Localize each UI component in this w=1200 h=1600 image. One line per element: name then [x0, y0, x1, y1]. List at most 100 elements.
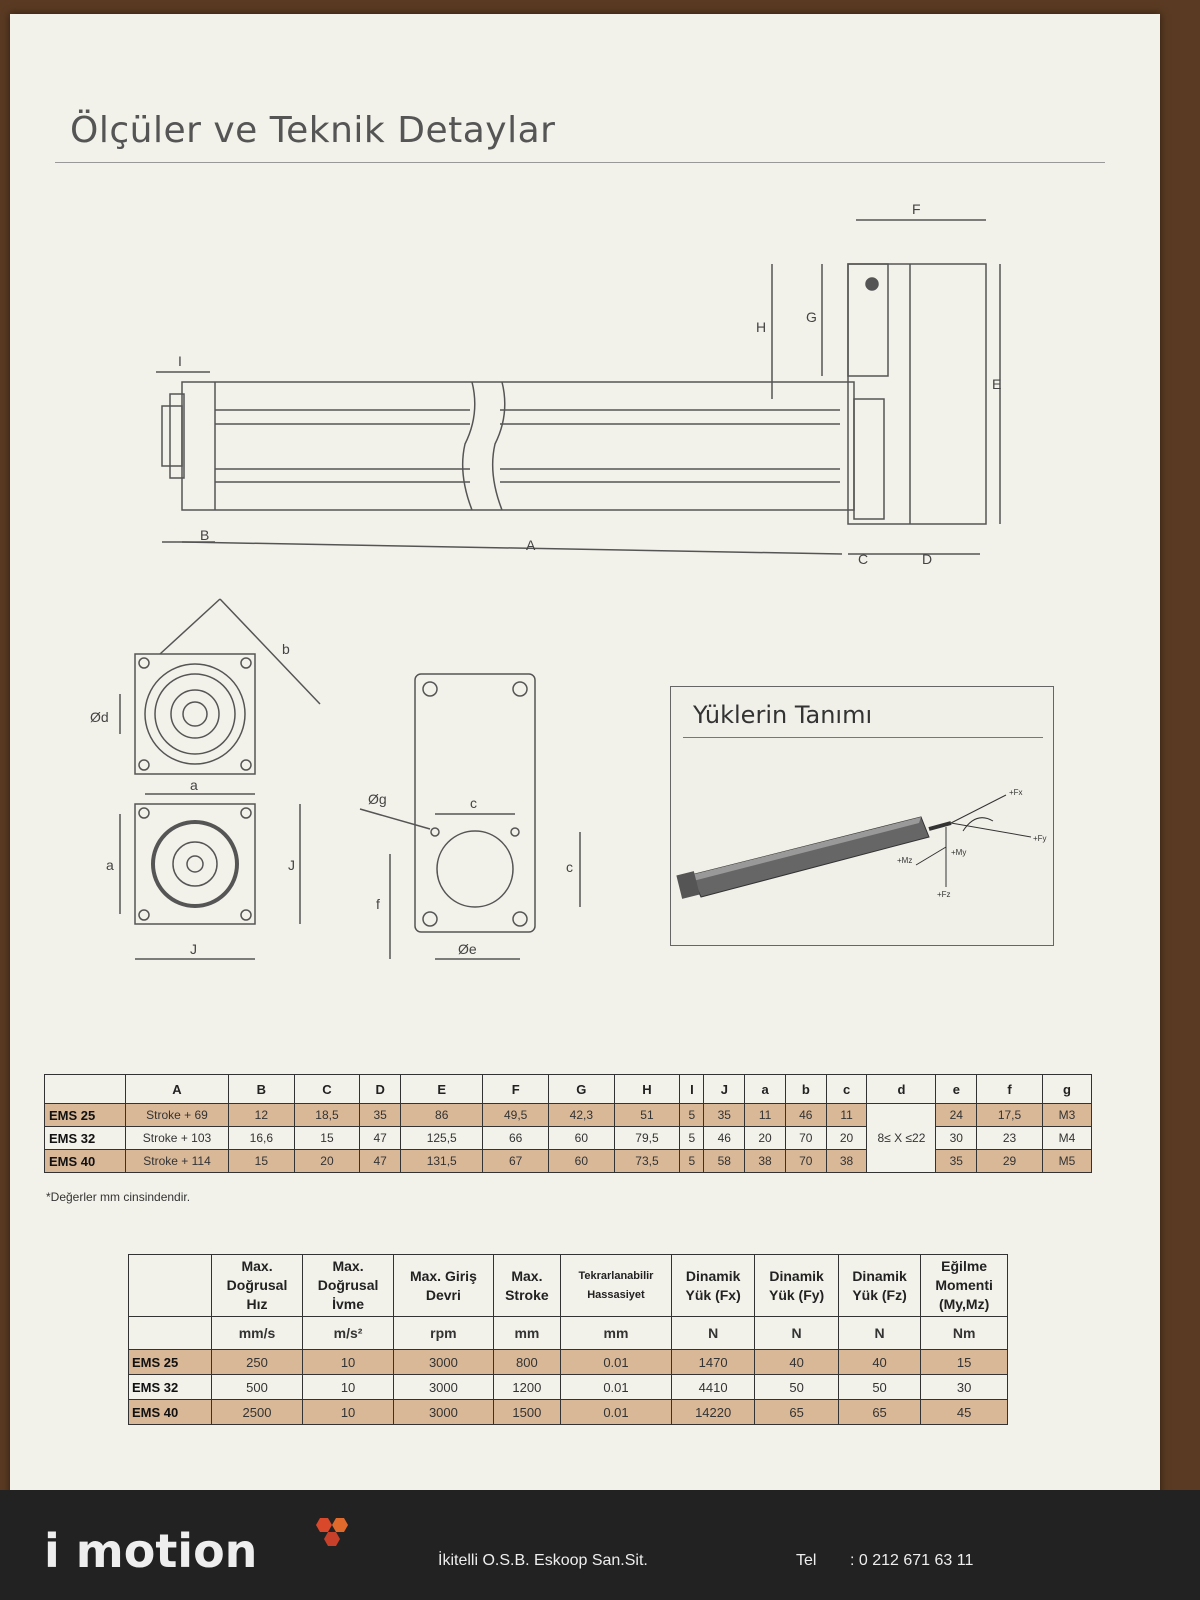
dim-header-a-upper: A: [125, 1074, 229, 1104]
cell: 20: [293, 1149, 361, 1173]
unit: Nm: [920, 1316, 1008, 1350]
dim-label-j-bottom: J: [190, 941, 197, 957]
load-label-mz: +Mz: [897, 856, 912, 865]
dim-label-f-upper: F: [912, 201, 921, 217]
cell: 11: [825, 1103, 868, 1127]
dim-label-d-upper: D: [922, 551, 932, 567]
footer-tel-label: Tel: [796, 1552, 817, 1569]
cell: 49,5: [482, 1103, 549, 1127]
load-label-my: +My: [951, 848, 966, 857]
cell: 4410: [670, 1374, 756, 1400]
d-range-cell: 8≤ X ≤22: [866, 1103, 937, 1173]
dim-label-e-lower: Øe: [458, 941, 477, 957]
dim-label-e-upper: E: [992, 376, 1001, 392]
dim-label-g-lower: Øg: [368, 791, 387, 807]
cell: 3000: [393, 1349, 494, 1375]
side-view: [156, 219, 1001, 555]
dim-header-f-lower: f: [976, 1074, 1043, 1104]
row-model: EMS 32: [44, 1126, 126, 1150]
dim-header-b-lower: b: [784, 1074, 827, 1104]
cell: 73,5: [613, 1149, 681, 1173]
table-row: EMS 25 250 10 3000 800 0.01 1470 40 40 1…: [128, 1349, 1008, 1375]
dim-label-b: B: [200, 527, 209, 543]
dim-label-h-upper: H: [756, 319, 766, 335]
cell: 35: [703, 1103, 746, 1127]
cell: 66: [482, 1126, 549, 1150]
cell: 5: [679, 1103, 705, 1127]
cell: 15: [228, 1149, 295, 1173]
table-row: EMS 25 Stroke + 69 12 18,5 35 86 49,5 42…: [44, 1103, 1093, 1173]
cell: 47: [359, 1126, 402, 1150]
cell: M5: [1041, 1149, 1093, 1173]
unit: N: [754, 1316, 839, 1350]
load-label-fx: +Fx: [1009, 788, 1023, 797]
footer-phone: : 0 212 671 63 11: [850, 1552, 974, 1569]
load-title-divider: [683, 737, 1043, 738]
cell: 42,3: [548, 1103, 615, 1127]
cell: Stroke + 69: [125, 1103, 229, 1127]
dim-header-c: C: [293, 1074, 361, 1104]
cell: 50: [754, 1374, 839, 1400]
dim-label-a-upper: A: [526, 537, 536, 553]
hexagon-logo-icon: [316, 1518, 348, 1546]
cell: 51: [613, 1103, 681, 1127]
dim-header-f: F: [482, 1074, 549, 1104]
cell: 30: [920, 1374, 1008, 1400]
cell: 1500: [492, 1399, 562, 1425]
cell: 16,6: [228, 1126, 295, 1150]
cell: 500: [210, 1374, 304, 1400]
dim-header-e-lower: e: [935, 1074, 978, 1104]
cell: M3: [1041, 1103, 1093, 1127]
document-page: Ölçüler ve Teknik Detaylar: [10, 14, 1160, 1574]
dim-header-g: G: [548, 1074, 615, 1104]
cell: 0.01: [560, 1349, 672, 1375]
cell: 14220: [670, 1399, 756, 1425]
technical-drawing: I B A C D E F G H: [90, 201, 1001, 960]
dim-header-c-lower: c: [825, 1074, 868, 1104]
cell: 1200: [492, 1374, 562, 1400]
cell: 3000: [393, 1399, 494, 1425]
load-label-fy: +Fy: [1033, 834, 1047, 843]
cell: Stroke + 114: [125, 1149, 229, 1173]
cell: 2500: [210, 1399, 304, 1425]
dim-header-g-lower: g: [1041, 1074, 1093, 1104]
dim-header-d-lower: d: [866, 1074, 937, 1104]
cell: 38: [825, 1149, 868, 1173]
cell: 70: [784, 1126, 827, 1150]
cell: 23: [976, 1126, 1043, 1150]
load-definition-box: Yüklerin Tanımı +Fx +Fy +My +Mz +Fz: [670, 686, 1054, 946]
page-title: Ölçüler ve Teknik Detaylar: [70, 110, 556, 151]
row-model: EMS 40: [44, 1149, 126, 1173]
cell: 18,5: [293, 1103, 361, 1127]
row-model: EMS 25: [44, 1103, 126, 1127]
cell: 800: [492, 1349, 562, 1375]
dim-header-b: B: [228, 1074, 295, 1104]
cell: 17,5: [976, 1103, 1043, 1127]
cell: 38: [744, 1149, 786, 1173]
dimension-table-header: A B C D E F G H I J a b c d e f g: [44, 1074, 1093, 1104]
actuator-load-illustration: +Fx +Fy +My +Mz +Fz: [676, 788, 1047, 899]
cell: 12: [228, 1103, 295, 1127]
unit: rpm: [393, 1316, 494, 1350]
dim-label-b-lower: b: [282, 641, 290, 657]
row-model: EMS 25: [128, 1349, 212, 1375]
unit: mm: [560, 1316, 672, 1350]
title-divider: [55, 162, 1105, 163]
cell: 46: [784, 1103, 827, 1127]
cell: 10: [302, 1349, 395, 1375]
cell: 60: [548, 1149, 615, 1173]
dim-label-c-top: c: [470, 795, 477, 811]
dim-label-d-lower: Ød: [90, 709, 109, 725]
row-model: EMS 32: [128, 1374, 212, 1400]
unit: N: [837, 1316, 922, 1350]
cell: 11: [744, 1103, 786, 1127]
table-row: EMS 40 2500 10 3000 1500 0.01 14220 65 6…: [128, 1399, 1008, 1425]
spec-header-stroke: Max.Stroke: [492, 1254, 562, 1317]
cell: 79,5: [613, 1126, 681, 1150]
